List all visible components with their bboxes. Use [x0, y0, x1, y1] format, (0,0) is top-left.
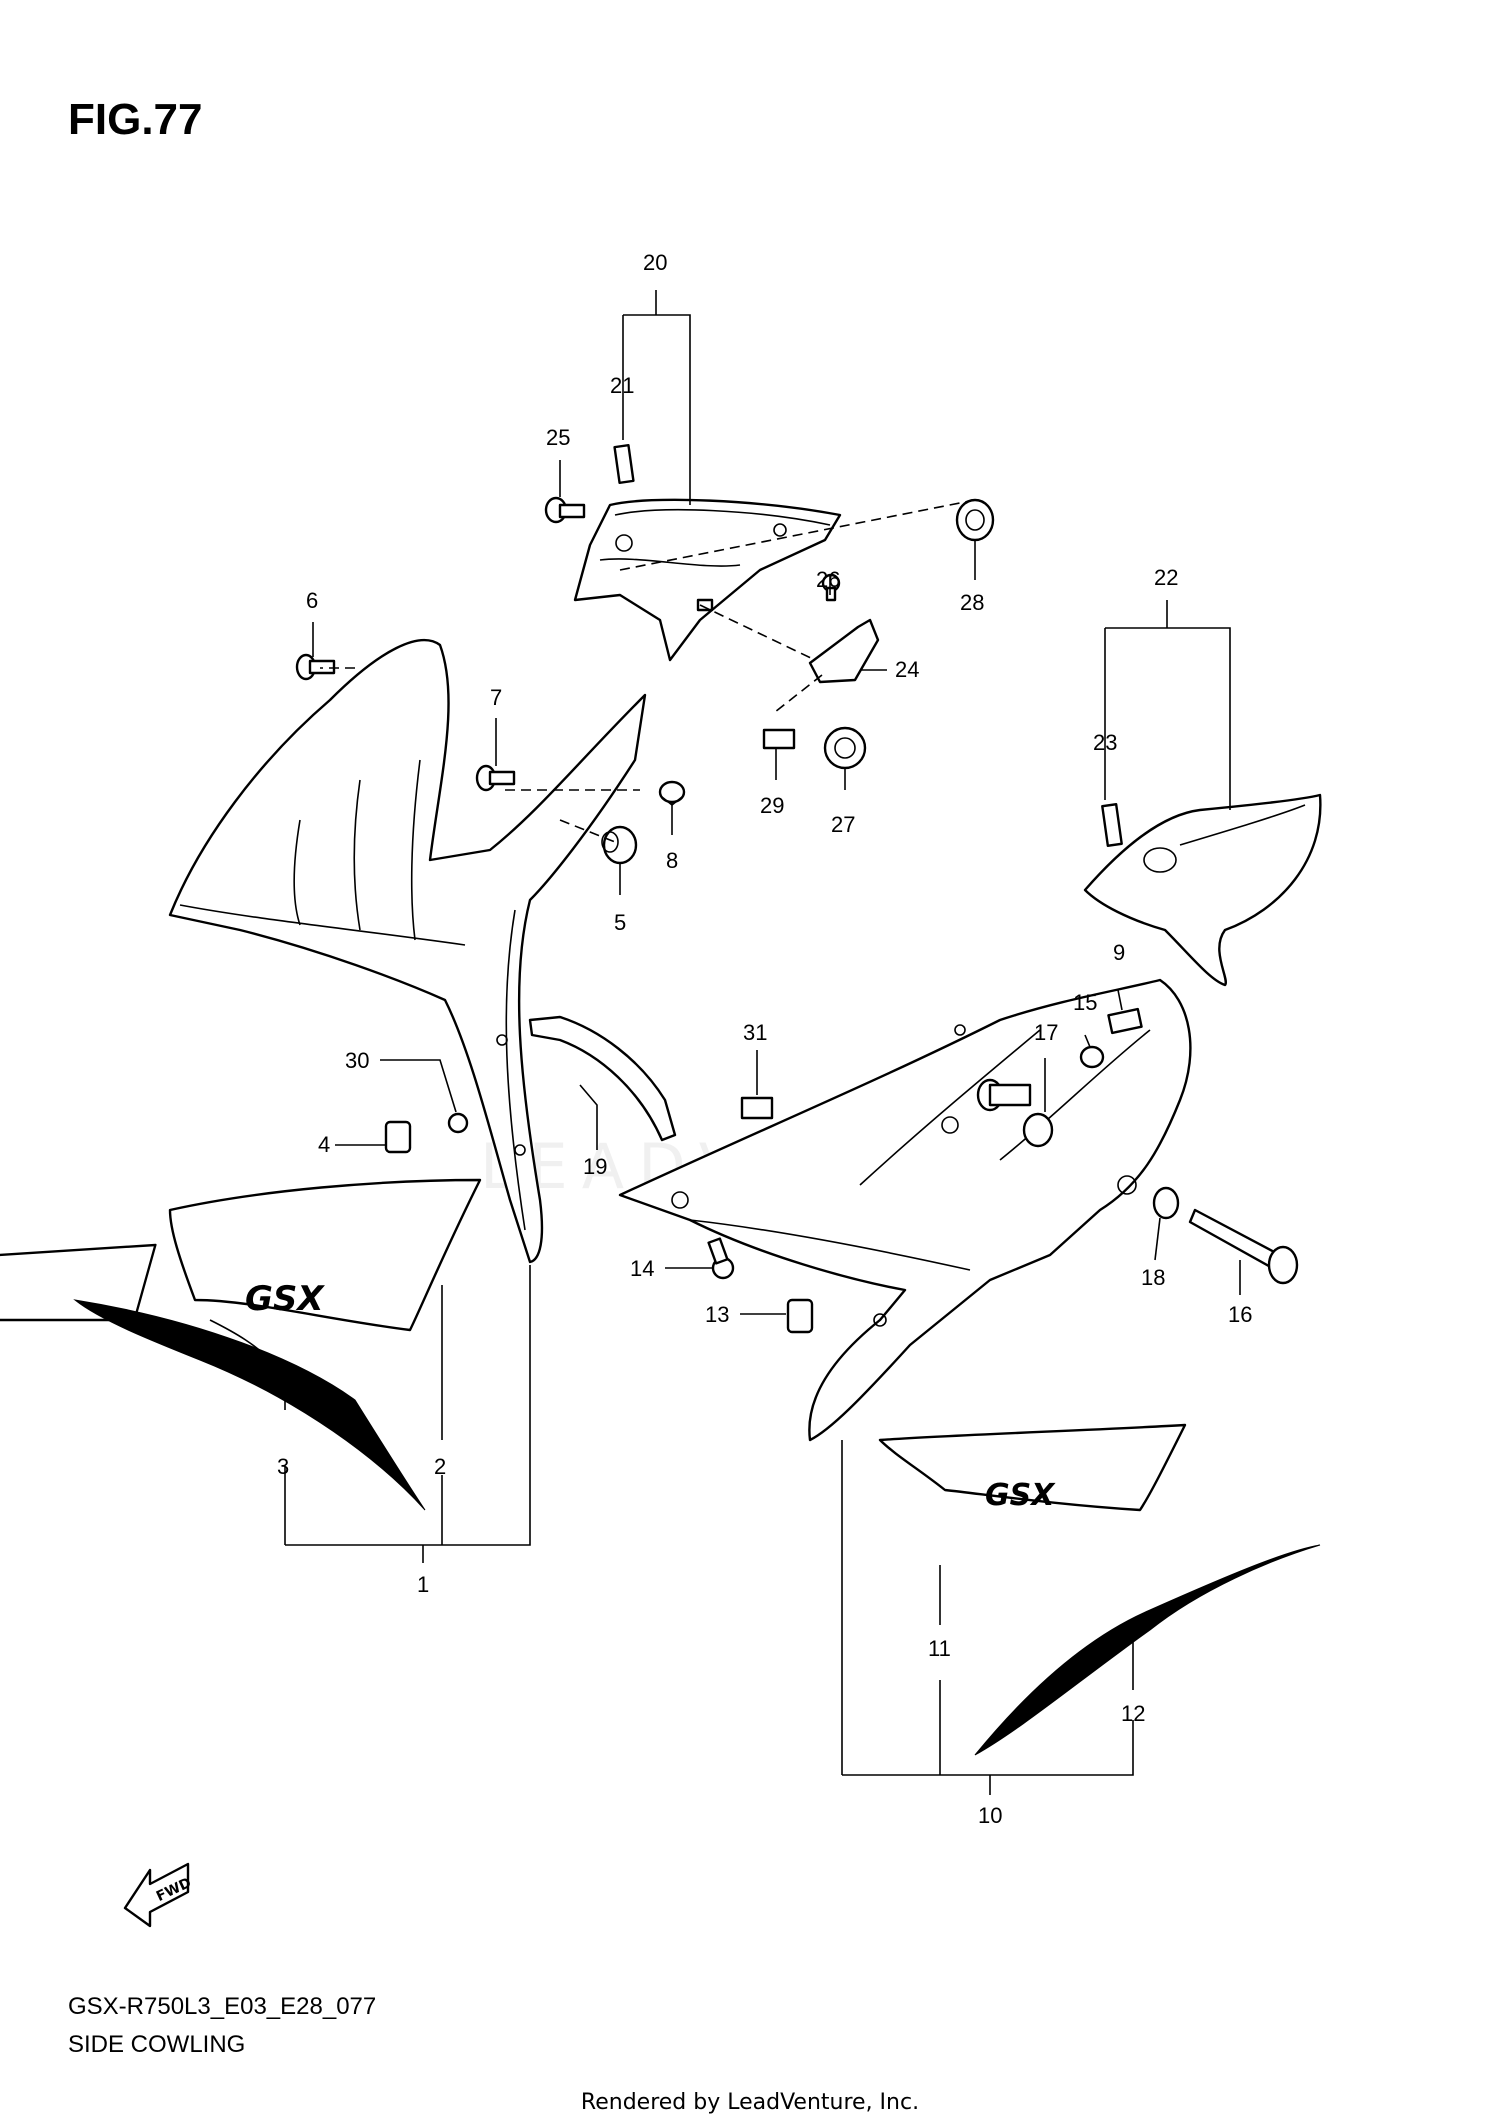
screw-part-6[interactable]: [295, 653, 336, 681]
decal-part-2[interactable]: GSX: [0, 1178, 482, 1332]
callout-12: 12: [1121, 1701, 1145, 1726]
grommet-part-28[interactable]: [955, 498, 995, 542]
callout-2: 2: [434, 1454, 446, 1479]
callout-18: 18: [1141, 1265, 1165, 1290]
callout-25: 25: [546, 425, 570, 450]
nut-part-13[interactable]: [786, 1298, 814, 1334]
callout-28: 28: [960, 590, 984, 615]
callout-16: 16: [1228, 1302, 1252, 1327]
leader-lines: [209, 290, 1241, 1795]
callout-7: 7: [490, 685, 502, 710]
grommet-part-27[interactable]: [823, 726, 867, 770]
screw-part-14[interactable]: [707, 1237, 735, 1280]
callout-23: 23: [1093, 730, 1117, 755]
callout-20: 20: [643, 250, 667, 275]
callout-22: 22: [1154, 565, 1178, 590]
side-cowling-upper-part-1[interactable]: [168, 639, 647, 1264]
screw-part-26[interactable]: [821, 573, 841, 602]
callout-8: 8: [666, 848, 678, 873]
stripe-part-3[interactable]: [73, 1299, 426, 1511]
rendered-by-credit: Rendered by LeadVenture, Inc.: [580, 2090, 920, 2115]
callout-17: 17: [1034, 1020, 1058, 1045]
screw-part-7[interactable]: [475, 764, 516, 792]
side-cowling-lower-part-10[interactable]: [618, 978, 1192, 1442]
decal-text-upper: GSX: [245, 1279, 325, 1319]
pad-part-31[interactable]: [740, 1096, 774, 1120]
inner-panel-part-20[interactable]: [573, 498, 842, 662]
callout-29: 29: [760, 793, 784, 818]
callout-27: 27: [831, 812, 855, 837]
callout-4: 4: [318, 1132, 330, 1157]
fwd-arrow-icon: FWD: [123, 1862, 194, 1928]
screw-part-30[interactable]: [447, 1112, 469, 1134]
model-code: GSX-R750L3_E03_E28_077: [68, 1993, 377, 2020]
decal-text-lower: GSX: [985, 1478, 1056, 1513]
callout-6: 6: [306, 588, 318, 613]
pad-part-9[interactable]: [1107, 1007, 1143, 1035]
callout-13: 13: [705, 1302, 729, 1327]
bolt-part-16[interactable]: [1188, 1208, 1299, 1285]
callout-1: 1: [417, 1572, 429, 1597]
callout-15: 15: [1073, 990, 1097, 1015]
callout-30: 30: [345, 1048, 369, 1073]
nut-part-15[interactable]: [1079, 1045, 1105, 1069]
bracket-part-24[interactable]: [808, 618, 880, 684]
figure-title: FIG.77: [68, 95, 203, 144]
stripe-part-12[interactable]: [974, 1544, 1321, 1756]
collar-part-17[interactable]: [976, 1078, 1054, 1148]
washer-part-18[interactable]: [1152, 1186, 1180, 1220]
label-part-21[interactable]: [613, 444, 635, 484]
callout-labels: 20 21 25 6 7 26 28 24 22 23 29 27 8 5 9 …: [277, 250, 1252, 1828]
callout-24: 24: [895, 657, 919, 682]
callout-10: 10: [978, 1803, 1002, 1828]
screw-part-25[interactable]: [544, 496, 586, 524]
callout-19: 19: [583, 1154, 607, 1179]
side-panel-part-22[interactable]: [1083, 793, 1322, 987]
section-name: SIDE COWLING: [68, 2031, 246, 2058]
nut-part-4[interactable]: [384, 1120, 412, 1154]
nut-part-8[interactable]: [658, 780, 686, 807]
callout-14: 14: [630, 1256, 654, 1281]
label-part-23[interactable]: [1101, 803, 1123, 847]
callout-3: 3: [277, 1454, 289, 1479]
stay-part-19[interactable]: [528, 1015, 677, 1142]
decal-part-11[interactable]: GSX: [878, 1423, 1187, 1513]
callout-11: 11: [928, 1636, 951, 1661]
pad-part-29[interactable]: [762, 728, 796, 750]
callout-31: 31: [743, 1020, 767, 1045]
callout-9: 9: [1113, 940, 1125, 965]
callout-5: 5: [614, 910, 626, 935]
grommet-part-5[interactable]: [601, 825, 638, 865]
callout-21: 21: [610, 373, 634, 398]
callout-26: 26: [816, 567, 840, 592]
